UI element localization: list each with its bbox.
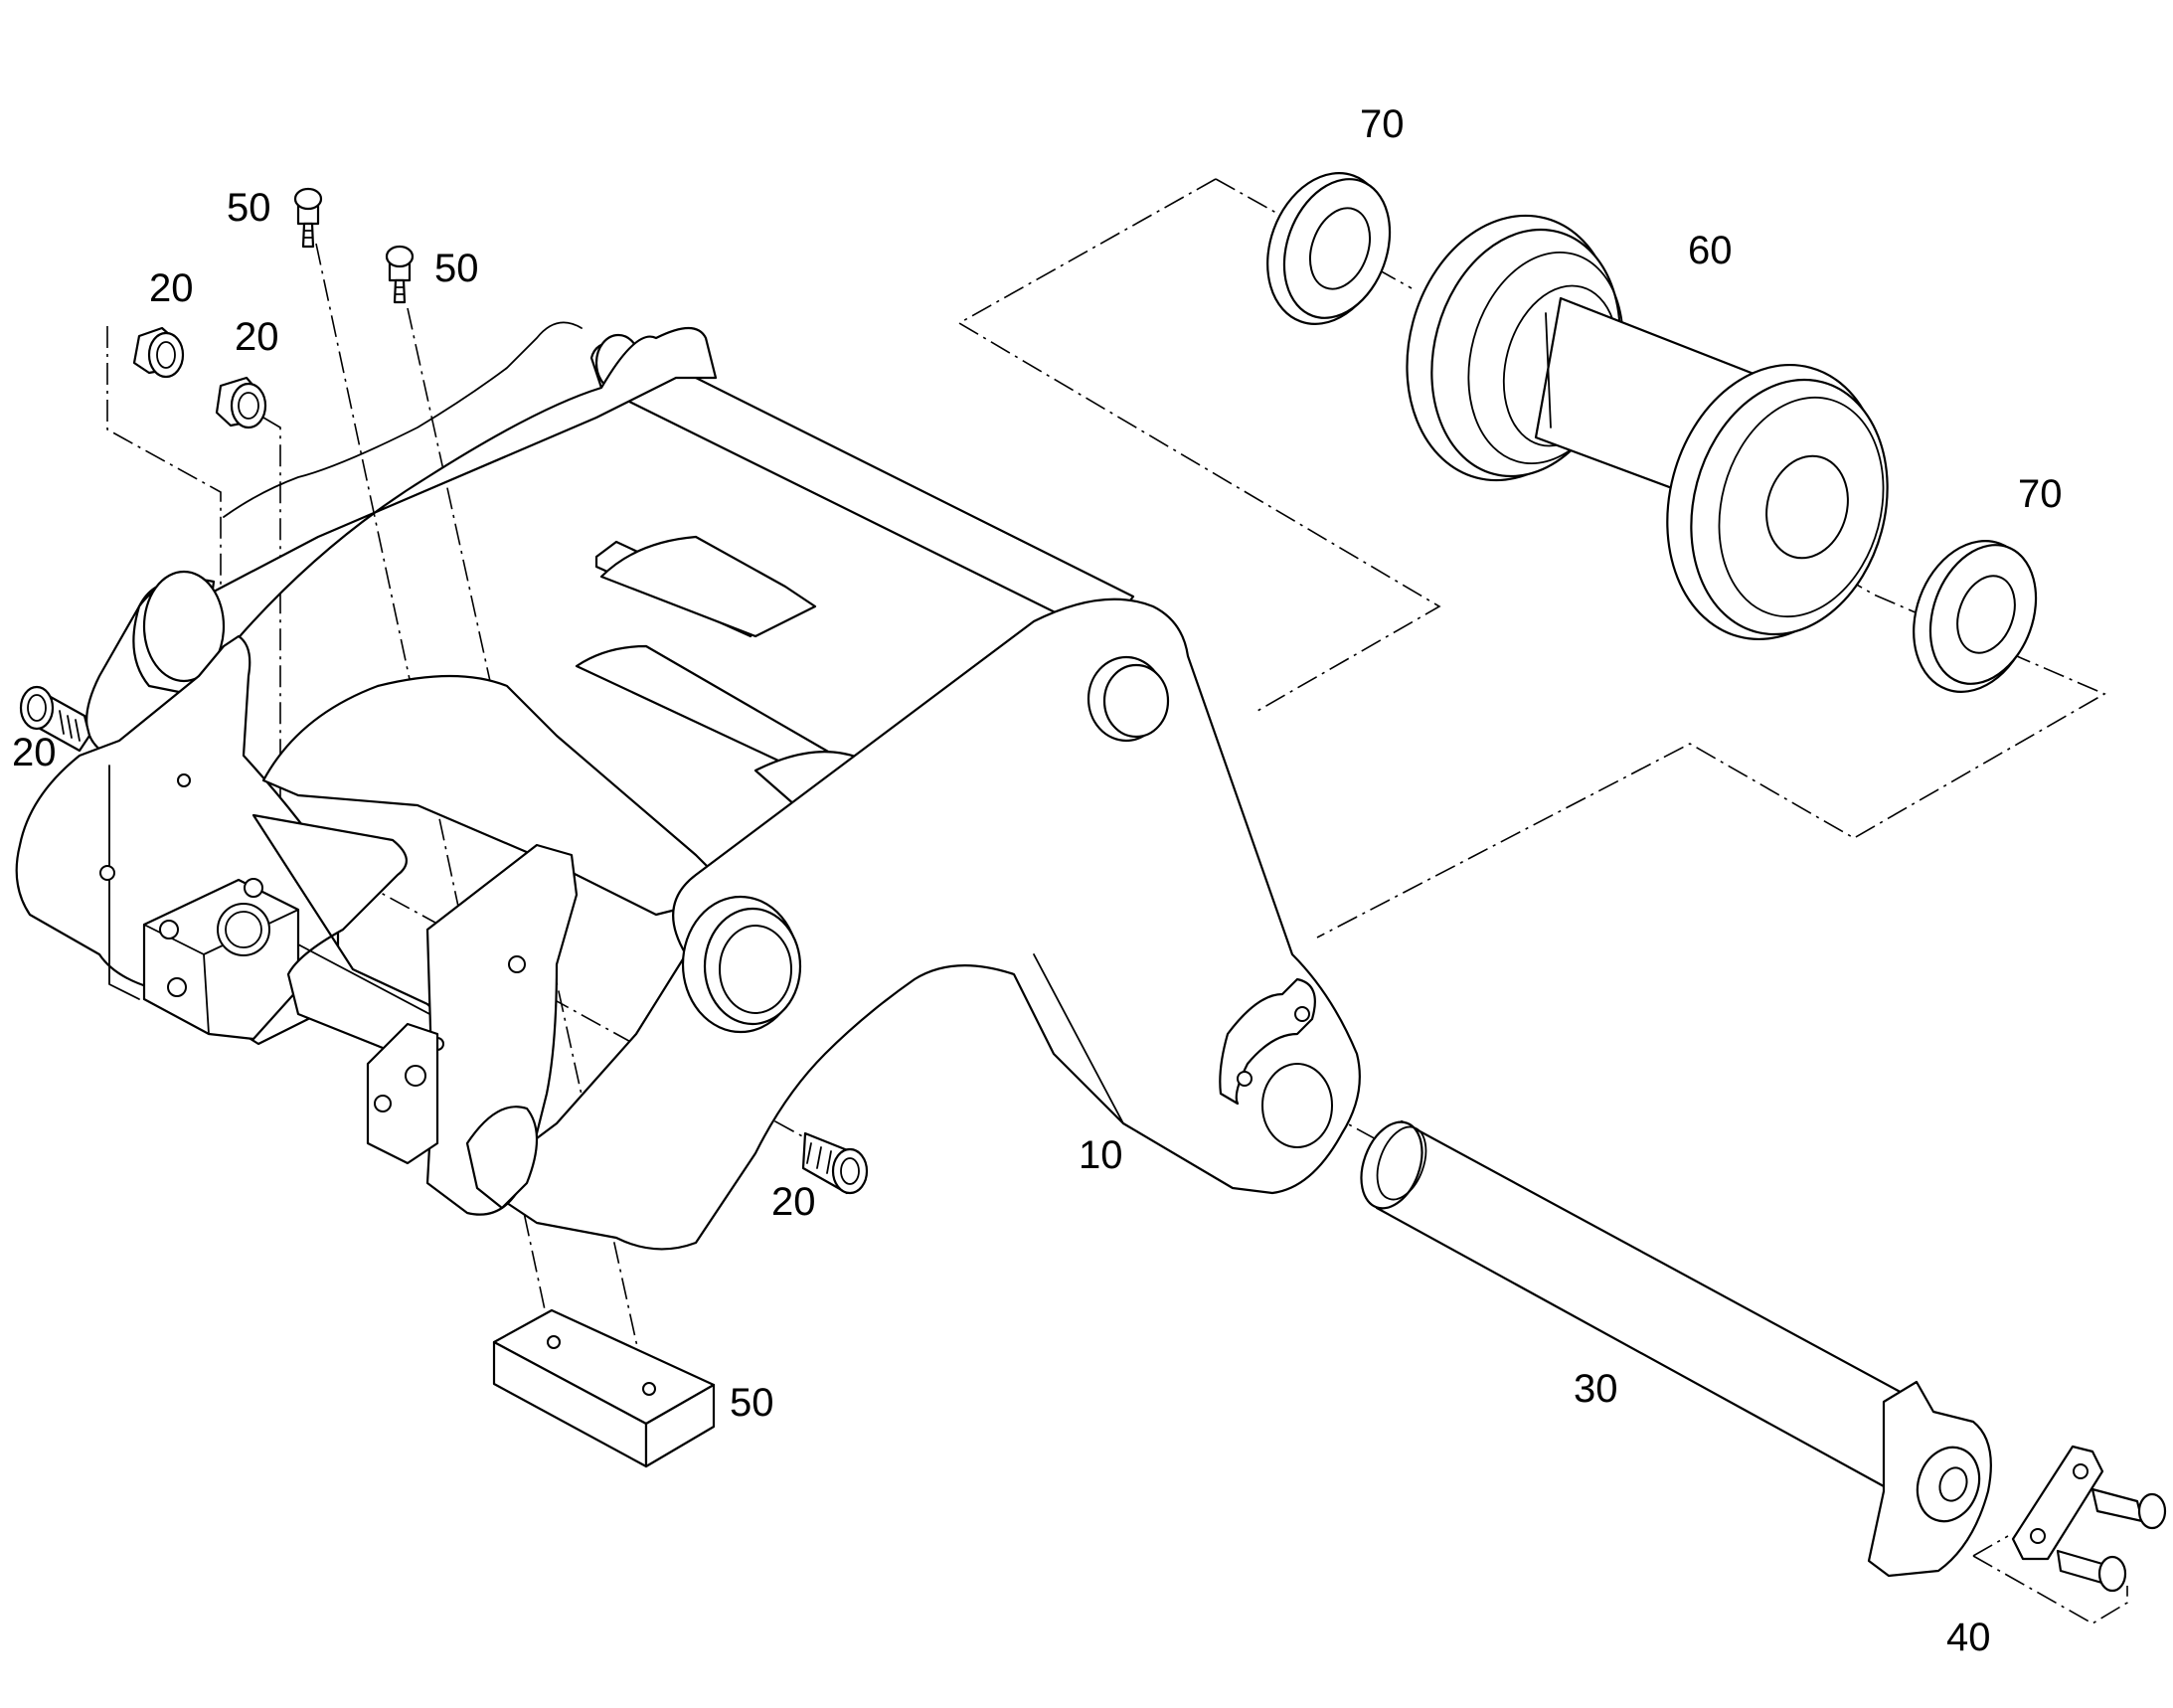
- callout-bolt-a: 50: [227, 186, 271, 230]
- callout-pad: 50: [730, 1381, 774, 1425]
- bolt-part-50-a: [293, 187, 323, 249]
- washer-part-70-right: [1913, 540, 2038, 693]
- callout-labels: 10 20 20 20 20 30 40 50 50 50 60 70 70: [12, 102, 2063, 1659]
- bushing-part-20-b: [215, 376, 267, 429]
- callout-screw-left: 20: [12, 731, 57, 774]
- callout-bolt-b: 50: [434, 247, 479, 290]
- callout-screw-right: 20: [771, 1180, 816, 1224]
- callout-bushing-b: 20: [235, 315, 279, 359]
- bushing-part-20-a: [132, 326, 185, 379]
- callout-bushing-a: 20: [149, 266, 194, 310]
- screw-part-20-left: [19, 685, 91, 753]
- callout-retainer: 40: [1946, 1616, 1991, 1659]
- callout-washer-right: 70: [2018, 472, 2063, 516]
- callout-washer-top: 70: [1360, 102, 1405, 146]
- callout-frame: 10: [1079, 1133, 1123, 1177]
- frame-part-10: [15, 321, 1361, 1251]
- callout-roller: 60: [1688, 229, 1733, 272]
- washer-part-70-top: [1266, 172, 1392, 325]
- roller-part-60: [1406, 214, 1889, 641]
- pin-part-30: [1360, 1119, 1992, 1578]
- pad-part-50: [492, 1308, 716, 1468]
- screw-part-20-right: [801, 1131, 869, 1195]
- retainer-part-40: [2011, 1445, 2167, 1593]
- callout-pin: 30: [1574, 1367, 1618, 1411]
- bolt-part-50-b: [385, 245, 415, 304]
